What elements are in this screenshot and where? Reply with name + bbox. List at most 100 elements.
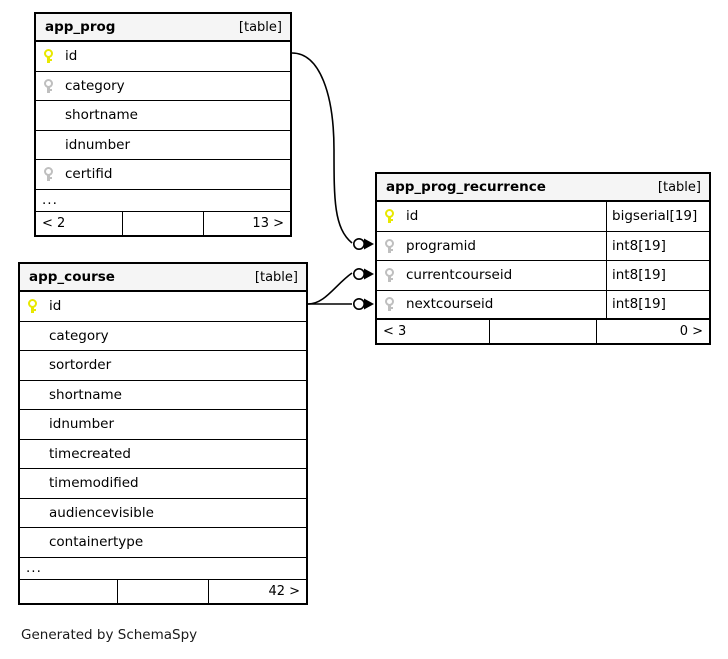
table-footer: < 2 13 > bbox=[36, 211, 290, 235]
table-type-tag: [table] bbox=[254, 269, 298, 285]
column-type: int8[19] bbox=[606, 231, 709, 260]
table-row[interactable]: category bbox=[20, 322, 306, 351]
column-name: sortorder bbox=[49, 357, 112, 374]
link-crowsfoot-marker bbox=[364, 238, 374, 250]
footer-incoming-count[interactable] bbox=[20, 580, 117, 603]
foreign-key-icon bbox=[44, 78, 63, 93]
column-name: shortname bbox=[49, 386, 122, 403]
table-title: app_prog_recurrence bbox=[386, 179, 546, 195]
column-type: int8[19] bbox=[606, 290, 709, 318]
link-crowsfoot-marker bbox=[364, 298, 374, 310]
column-name: currentcourseid bbox=[406, 267, 513, 284]
table-header: app_prog_recurrence [table] bbox=[377, 174, 709, 202]
column-name: programid bbox=[406, 237, 476, 254]
column-cell: sortorder bbox=[20, 351, 306, 380]
more-columns-indicator: ... bbox=[20, 558, 306, 580]
primary-key-icon bbox=[28, 299, 47, 314]
foreign-key-icon bbox=[385, 268, 404, 283]
foreign-key-icon bbox=[385, 297, 404, 312]
column-type: bigserial[19] bbox=[606, 202, 709, 231]
footer-outgoing-count[interactable]: 13 > bbox=[203, 211, 290, 235]
column-name: shortname bbox=[65, 107, 138, 124]
table-row[interactable]: certifid bbox=[36, 160, 290, 190]
table-footer: 42 > bbox=[20, 579, 306, 603]
footer-incoming-count[interactable]: < 3 bbox=[383, 324, 407, 339]
table-title: app_prog bbox=[45, 19, 116, 35]
table-row[interactable]: id bbox=[20, 292, 306, 322]
more-columns-indicator: ... bbox=[36, 190, 290, 212]
table-row[interactable]: idnumber bbox=[20, 410, 306, 440]
relationship-line-course-currentcourseid bbox=[307, 272, 353, 305]
table-app-course[interactable]: app_course [table] id category sortorder bbox=[18, 262, 308, 605]
column-cell: containertype bbox=[20, 528, 306, 557]
column-name: idnumber bbox=[49, 416, 115, 433]
column-name: nextcourseid bbox=[406, 296, 494, 313]
table-row[interactable]: timecreated bbox=[20, 440, 306, 469]
foreign-key-icon bbox=[44, 167, 63, 182]
generated-by-caption: Generated by SchemaSpy bbox=[21, 627, 198, 643]
table-row[interactable]: sortorder bbox=[20, 351, 306, 381]
column-cell: id bbox=[20, 292, 306, 321]
column-cell: id bbox=[36, 42, 290, 71]
column-type: int8[19] bbox=[606, 261, 709, 290]
column-cell: nextcourseid bbox=[377, 291, 606, 319]
footer-middle bbox=[489, 320, 596, 343]
column-cell: timemodified bbox=[20, 469, 306, 498]
table-header: app_prog [table] bbox=[36, 14, 290, 42]
column-name: id bbox=[49, 298, 62, 315]
table-footer: < 3 0 > bbox=[377, 320, 709, 343]
column-name: category bbox=[49, 327, 109, 344]
column-name: idnumber bbox=[65, 136, 131, 153]
column-name: certifid bbox=[65, 166, 113, 183]
table-header: app_course [table] bbox=[20, 264, 306, 292]
table-row[interactable]: shortname bbox=[36, 101, 290, 131]
footer-middle bbox=[116, 579, 209, 603]
table-row[interactable]: audiencevisible bbox=[20, 499, 306, 528]
column-cell: audiencevisible bbox=[20, 499, 306, 528]
column-name: category bbox=[65, 77, 125, 94]
column-cell: shortname bbox=[20, 381, 306, 410]
column-name: audiencevisible bbox=[49, 504, 154, 521]
column-cell: timecreated bbox=[20, 440, 306, 469]
column-cell: shortname bbox=[36, 101, 290, 130]
footer-outgoing-count[interactable]: 0 > bbox=[596, 320, 709, 343]
link-crowsfoot-marker bbox=[364, 268, 374, 280]
link-optional-marker bbox=[352, 267, 365, 280]
link-optional-marker bbox=[352, 238, 365, 251]
column-name: id bbox=[65, 48, 78, 65]
foreign-key-icon bbox=[385, 238, 404, 253]
table-row[interactable]: id bbox=[36, 42, 290, 72]
table-row[interactable]: programid int8[19] bbox=[377, 231, 709, 261]
footer-outgoing-count[interactable]: 42 > bbox=[208, 579, 306, 603]
column-name: timecreated bbox=[49, 445, 131, 462]
table-row[interactable]: category bbox=[36, 72, 290, 101]
column-cell: certifid bbox=[36, 160, 290, 189]
column-cell: idnumber bbox=[36, 131, 290, 160]
column-cell: category bbox=[36, 72, 290, 101]
footer-middle bbox=[122, 211, 203, 235]
column-name: id bbox=[406, 208, 419, 225]
column-cell: id bbox=[377, 202, 606, 231]
table-type-tag: [table] bbox=[238, 19, 282, 35]
table-type-tag: [table] bbox=[657, 179, 701, 195]
link-optional-marker bbox=[352, 297, 365, 310]
table-app-prog[interactable]: app_prog [table] id category shortn bbox=[34, 12, 292, 237]
table-row[interactable]: timemodified bbox=[20, 469, 306, 499]
column-name: containertype bbox=[49, 534, 144, 551]
table-row[interactable]: containertype bbox=[20, 528, 306, 558]
column-cell: category bbox=[20, 322, 306, 351]
table-row[interactable]: currentcourseid int8[19] bbox=[377, 261, 709, 291]
table-row[interactable]: nextcourseid int8[19] bbox=[377, 290, 709, 320]
primary-key-icon bbox=[44, 49, 63, 64]
footer-incoming-count[interactable]: < 2 bbox=[42, 215, 66, 231]
column-cell: currentcourseid bbox=[377, 261, 606, 290]
table-app-prog-recurrence[interactable]: app_prog_recurrence [table] id bigserial… bbox=[375, 172, 711, 345]
table-row[interactable]: idnumber bbox=[36, 131, 290, 160]
column-cell: programid bbox=[377, 232, 606, 261]
table-row[interactable]: shortname bbox=[20, 381, 306, 410]
table-row[interactable]: id bigserial[19] bbox=[377, 202, 709, 232]
column-name: timemodified bbox=[49, 475, 139, 492]
column-cell: idnumber bbox=[20, 410, 306, 439]
